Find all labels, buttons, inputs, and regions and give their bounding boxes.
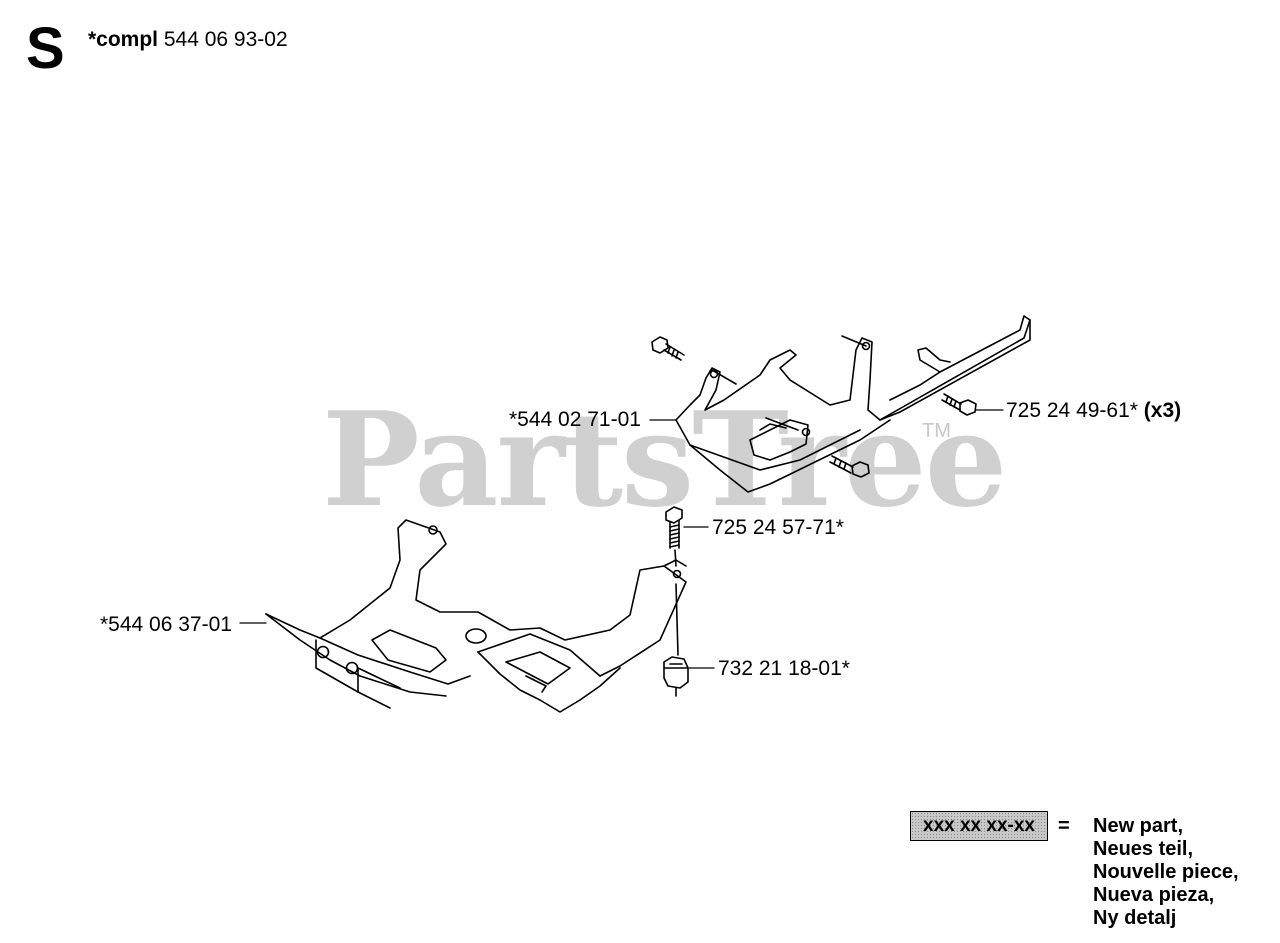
- callout-upper-screws: 725 24 49-61* (x3): [1006, 400, 1181, 421]
- upper-bolt-left: [651, 336, 685, 361]
- callout-upper-screws-number: 725 24 49-61*: [1006, 399, 1138, 422]
- legend-text: New part, Neues teil, Nouvelle piece, Nu…: [1093, 815, 1239, 930]
- compl-prefix: *compl: [88, 28, 159, 51]
- callout-upper-screws-qty: (x3): [1143, 399, 1182, 422]
- upper-bolt-center: [829, 455, 870, 478]
- callout-upper-bracket: *544 02 71-01: [509, 409, 641, 430]
- legend-sample-box: xxx xx xx-xx: [910, 811, 1048, 841]
- callout-screw-number: 725 24 57-71*: [712, 516, 844, 539]
- callout-nut-number: 732 21 18-01*: [718, 657, 850, 680]
- legend-line-de: Neues teil,: [1093, 838, 1194, 860]
- leader-lines: [239, 409, 1004, 669]
- legend-line-fr: Nouvelle piece,: [1093, 861, 1239, 883]
- legend-line-es: Nueva pieza,: [1093, 884, 1215, 906]
- vertical-screw: [665, 506, 683, 656]
- callout-upper-bracket-number: *544 02 71-01: [509, 408, 641, 431]
- legend-line-sv: Ny detalj: [1093, 907, 1177, 929]
- assembly-number: *compl 544 06 93-02: [88, 29, 288, 50]
- legend-equals: =: [1058, 815, 1070, 837]
- hex-nut: [663, 656, 689, 697]
- callout-lower-bracket: *544 06 37-01: [100, 614, 232, 635]
- legend-line-en: New part,: [1093, 815, 1184, 837]
- trademark-mark: TM: [922, 420, 951, 442]
- parts-tree-watermark: PartsTree: [322, 383, 1007, 536]
- callout-nut: 732 21 18-01*: [718, 658, 850, 679]
- lower-bracket-part: [265, 519, 687, 713]
- callout-lower-bracket-number: *544 06 37-01: [100, 613, 232, 636]
- section-letter: S: [26, 16, 65, 81]
- compl-number: 544 06 93-02: [163, 28, 288, 51]
- upper-bracket-part: [675, 315, 1031, 493]
- callout-screw: 725 24 57-71*: [712, 517, 844, 538]
- upper-bolt-right: [941, 393, 977, 416]
